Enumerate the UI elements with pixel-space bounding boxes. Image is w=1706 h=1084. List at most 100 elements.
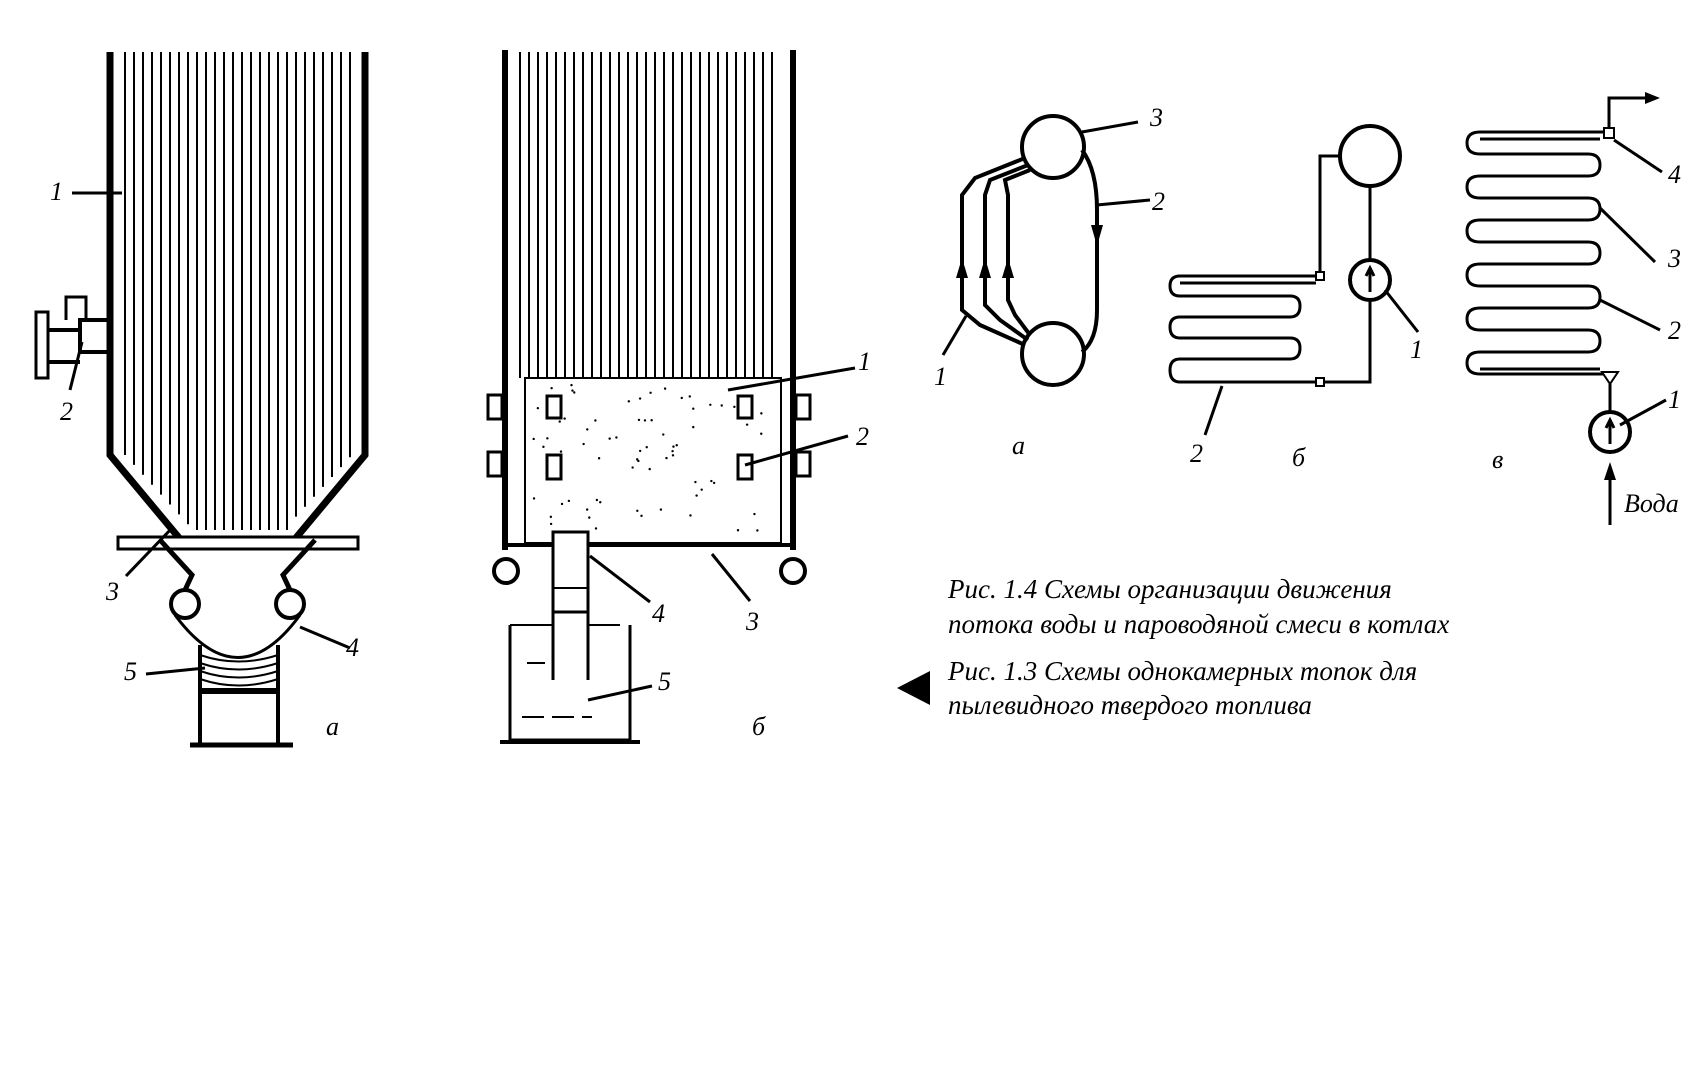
speckle-dot [594,419,597,422]
speckle-dot [573,391,576,394]
panel-letter-1-4-c: в [1492,445,1503,474]
screen-tubes-b [519,52,782,520]
speckle-dot [532,497,536,500]
screen-tubes-a [124,52,351,530]
speckle-dot [636,509,639,512]
speckle-dot [563,417,566,420]
callout-a-3: 3 [105,577,119,606]
speckle-dot [627,400,631,403]
speckle-dot [586,428,589,431]
callout-b-5: 5 [658,667,671,696]
speckle-dot [710,479,713,483]
callout-c-a-2: 2 [1152,187,1165,216]
speckle-dot [694,480,697,484]
speckle-dot [663,387,667,390]
speckle-dot [736,529,740,532]
callout-c-b-2: 2 [1190,439,1203,468]
speckle-dot [550,386,553,390]
furnace-b-diagram [486,50,856,744]
speckle-dot [549,515,553,519]
speckle-dot [635,458,639,461]
speckle-dot [680,396,683,400]
speckle-dot [648,467,651,471]
callout-b-4: 4 [652,599,665,628]
callout-c-c-2: 2 [1668,316,1681,345]
callout-b-3: 3 [745,607,759,636]
water-inlet-label: Вода [1624,489,1679,518]
panel-letter-1-4-a: а [1012,431,1025,460]
speckle-dot [665,456,668,460]
caption-1-4-line2: потока воды и пароводяной смеси в котлах [948,609,1449,639]
speckle-dot [643,419,647,422]
speckle-dot [571,389,574,392]
speckle-dot [638,397,642,400]
speckle-dot [689,514,692,517]
callout-c-a-3: 3 [1149,103,1163,132]
speckle-dot [597,457,601,460]
caption-1-3-line2: пылевидного твердого топлива [948,690,1312,720]
speckle-dot [650,419,653,422]
speckle-dot [638,449,642,453]
speckle-dot [567,499,571,503]
speckle-dot [532,437,535,441]
caption-1-3-line1: Рис. 1.3 Схемы однокамерных топок для [947,656,1417,686]
callout-a-4: 4 [346,633,359,662]
speckle-dot [672,445,675,448]
speckle-dot [753,512,756,516]
speckle-dot [671,454,675,457]
callout-b-2: 2 [856,422,869,451]
speckle-dot [688,395,691,398]
speckle-dot [675,444,678,447]
furnace-a-diagram [34,52,369,748]
once-through-diagram [1465,92,1667,525]
triangle-left-icon [897,671,930,705]
speckle-dot [720,404,723,407]
speckle-dot [558,420,561,423]
speckle-dot [659,508,663,511]
speckle-dot [760,432,763,435]
speckle-dot [692,407,695,410]
callout-a-2: 2 [60,397,73,426]
speckle-dot [733,405,736,409]
speckle-dot [599,500,602,504]
callout-c-c-1: 1 [1668,385,1681,414]
speckle-dot [536,406,540,410]
caption-1-4-line1: Рис. 1.4 Схемы организации движения [947,574,1392,604]
speckle-dot [631,466,634,469]
callout-c-c-4: 4 [1668,160,1681,189]
speckle-dot [649,391,652,395]
speckle-dot [662,433,665,436]
speckle-dot [671,449,674,453]
speckle-dot [542,445,545,449]
speckle-dot [615,436,618,439]
speckle-dot [695,494,698,497]
speckle-dot [546,437,549,440]
callout-c-a-1: 1 [934,362,947,391]
speckle-dot [570,383,573,387]
callout-b-1: 1 [858,347,871,376]
speckle-dot [549,522,553,526]
panel-letter-1-4-b: б [1292,443,1306,472]
speckle-dot [645,445,648,449]
speckle-dot [692,425,695,429]
speckle-dot [608,437,611,440]
speckle-dot [560,502,564,506]
speckle-dot [700,488,703,491]
speckle-dot [637,418,641,422]
panel-letter-1-3-a: а [326,712,339,741]
panel-letter-1-3-b: б [752,712,766,741]
speckle-dot [745,423,749,426]
speckle-dot [588,516,591,519]
speckle-dot [760,412,763,415]
natural-circulation-diagram [941,114,1151,387]
speckle-dot [559,450,563,453]
speckle-dot [709,403,712,406]
callout-c-c-3: 3 [1667,244,1681,273]
refractory-speckle [532,383,763,535]
speckle-dot [585,508,589,511]
forced-circulation-diagram [1168,124,1420,436]
speckle-dot [594,527,598,530]
speckle-dot [756,529,759,532]
speckle-dot [712,481,716,485]
